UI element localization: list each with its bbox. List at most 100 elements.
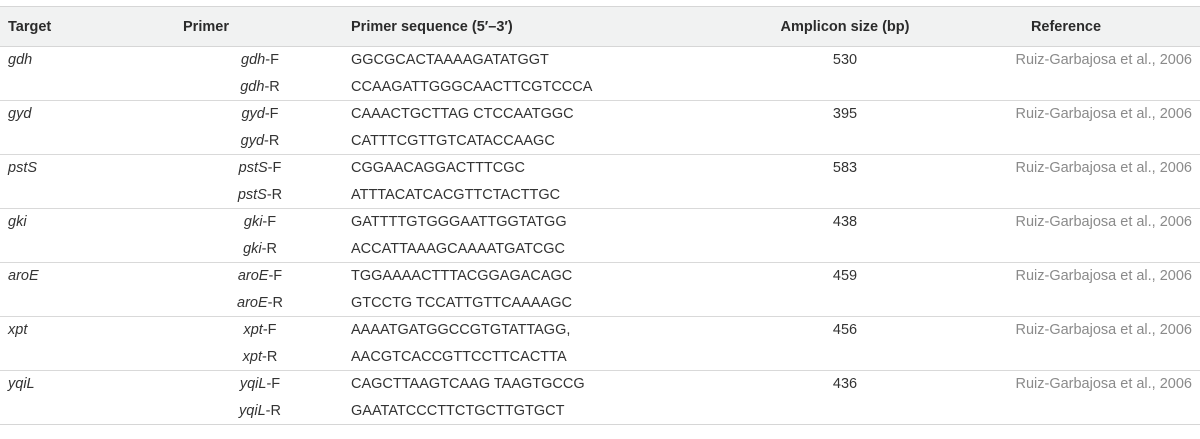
primer-suffix: -F bbox=[264, 106, 279, 123]
target-empty bbox=[0, 73, 170, 101]
reference: Ruiz-Garbajosa et al., 2006 bbox=[1015, 376, 1192, 393]
amplicon-size-empty bbox=[750, 181, 940, 209]
reference: Ruiz-Garbajosa et al., 2006 bbox=[1015, 52, 1192, 69]
primer-sequence-reverse: GAATATCCCTTCTGCTTGTGCT bbox=[350, 397, 750, 425]
primer-gene: pstS bbox=[238, 160, 268, 177]
primer-gene: xpt bbox=[242, 348, 263, 365]
primer-suffix: -R bbox=[264, 132, 280, 149]
header-sequence: Primer sequence (5′–3′) bbox=[350, 6, 750, 47]
reference-empty bbox=[940, 73, 1200, 101]
target-empty bbox=[0, 181, 170, 209]
target-gene: gyd bbox=[8, 106, 32, 123]
amplicon-size: 530 bbox=[832, 52, 858, 69]
target-gene: xpt bbox=[8, 322, 28, 339]
primer-name-forward: pstS-F bbox=[170, 155, 350, 182]
primer-sequence-forward: CAGCTTAAGTCAAG TAAGTGCCG bbox=[351, 376, 585, 393]
primer-sequence-reverse: ATTTACATCACGTTCTACTTGC bbox=[350, 181, 750, 209]
primer-gene: aroE bbox=[237, 294, 268, 311]
target-empty bbox=[0, 343, 170, 371]
reference-empty bbox=[940, 127, 1200, 155]
primer-gene: pstS bbox=[237, 186, 267, 203]
reference: Ruiz-Garbajosa et al., 2006 bbox=[1015, 214, 1192, 231]
target-gene: pstS bbox=[8, 160, 38, 177]
primer-name-reverse: gdh-R bbox=[170, 73, 350, 101]
primer-sequence-forward: CGGAACAGGACTTTCGC bbox=[351, 160, 526, 177]
primer-suffix: -F bbox=[262, 214, 277, 231]
amplicon-size-empty bbox=[750, 397, 940, 425]
header-spacer bbox=[242, 6, 350, 47]
primer-suffix: -R bbox=[262, 348, 278, 365]
target-gene: yqiL bbox=[8, 376, 35, 393]
primer-suffix: -F bbox=[266, 376, 281, 393]
amplicon-size: 583 bbox=[832, 160, 858, 177]
header-reference: Reference bbox=[940, 6, 1200, 47]
primer-gene: gyd bbox=[240, 132, 265, 149]
target-gene: gdh bbox=[8, 52, 33, 69]
amplicon-size-empty bbox=[750, 289, 940, 317]
primer-gene: yqiL bbox=[239, 376, 267, 393]
primer-name-forward: yqiL-F bbox=[170, 371, 350, 398]
primer-name-forward: aroE-F bbox=[170, 263, 350, 290]
primer-gene: gdh bbox=[241, 52, 266, 69]
primer-name-reverse: pstS-R bbox=[170, 181, 350, 209]
reference-empty bbox=[940, 343, 1200, 371]
primer-gene: gdh bbox=[240, 78, 265, 95]
header-target: Target bbox=[0, 6, 170, 47]
primer-suffix: -F bbox=[268, 268, 283, 285]
primer-name-forward: gyd-F bbox=[170, 101, 350, 128]
primer-sequence-reverse: CATTTCGTTGTCATACCAAGC bbox=[350, 127, 750, 155]
primer-suffix: -R bbox=[267, 294, 283, 311]
primer-sequence-reverse: ACCATTAAAGCAAAATGATCGC bbox=[350, 235, 750, 263]
amplicon-size-empty bbox=[750, 343, 940, 371]
reference: Ruiz-Garbajosa et al., 2006 bbox=[1015, 160, 1192, 177]
primer-name-forward: xpt-F bbox=[170, 317, 350, 344]
primer-gene: gki bbox=[243, 214, 263, 231]
reference: Ruiz-Garbajosa et al., 2006 bbox=[1015, 106, 1192, 123]
primer-name-forward: gki-F bbox=[170, 209, 350, 236]
primer-suffix: -R bbox=[265, 402, 281, 419]
primer-sequence-reverse: GTCCTG TCCATTGTTCAAAAGC bbox=[350, 289, 750, 317]
primer-gene: yqiL bbox=[239, 402, 266, 419]
primer-sequence-forward: GATTTTGTGGGAATTGGTATGG bbox=[351, 214, 567, 231]
amplicon-size: 438 bbox=[832, 214, 858, 231]
primer-sequence-reverse: AACGTCACCGTTCCTTCACTTA bbox=[350, 343, 750, 371]
reference-empty bbox=[940, 289, 1200, 317]
table-row: gyd-R CATTTCGTTGTCATACCAAGC bbox=[0, 127, 1200, 155]
primer-suffix: -R bbox=[264, 78, 280, 95]
primer-suffix: -R bbox=[266, 186, 283, 203]
primer-gene: xpt bbox=[243, 322, 263, 339]
amplicon-size: 436 bbox=[832, 376, 858, 393]
reference: Ruiz-Garbajosa et al., 2006 bbox=[1015, 268, 1192, 285]
primer-sequence-forward: TGGAAAACTTTACGGAGACAGC bbox=[351, 268, 573, 285]
primer-gene: gyd bbox=[241, 106, 265, 123]
primer-name-reverse: yqiL-R bbox=[170, 397, 350, 425]
primer-name-reverse: gki-R bbox=[170, 235, 350, 263]
primer-suffix: -R bbox=[261, 240, 277, 257]
header-amplicon-size: Amplicon size (bp) bbox=[750, 6, 940, 47]
primer-name-reverse: xpt-R bbox=[170, 343, 350, 371]
primer-name-reverse: aroE-R bbox=[170, 289, 350, 317]
primer-sequence-forward: CAAACTGCTTAG CTCCAATGGC bbox=[351, 106, 574, 123]
header-primer: Primer bbox=[170, 6, 242, 47]
primer-suffix: -F bbox=[267, 160, 282, 177]
target-empty bbox=[0, 289, 170, 317]
primer-gene: gki bbox=[243, 240, 262, 257]
target-gene: gki bbox=[8, 214, 27, 231]
target-gene: aroE bbox=[8, 268, 39, 285]
primer-table: Target Primer Primer sequence (5′–3′) Am… bbox=[0, 6, 1200, 425]
target-empty bbox=[0, 127, 170, 155]
primer-suffix: -F bbox=[262, 322, 277, 339]
primer-suffix: -F bbox=[265, 52, 279, 69]
amplicon-size: 456 bbox=[832, 322, 858, 339]
